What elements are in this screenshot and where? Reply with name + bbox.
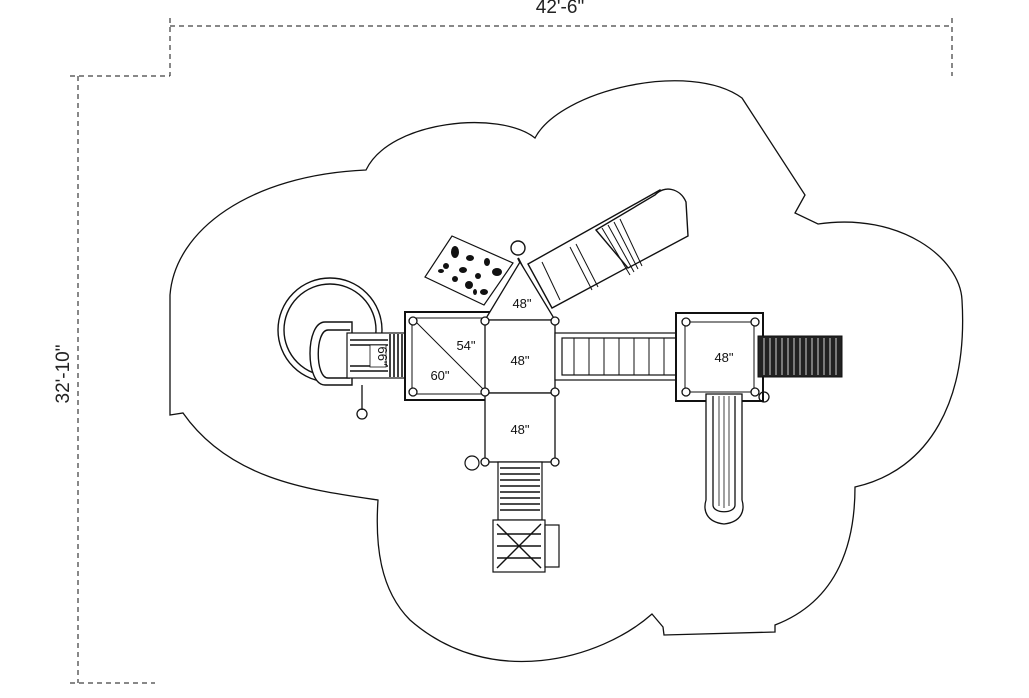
use-zone-outline [169,80,964,663]
climber-ramp [497,461,543,521]
posts [408,316,760,467]
deck-center-label: 48" [510,353,529,368]
rock-wall-panel [424,235,514,306]
triangle-deck-label: 48" [512,296,531,311]
deck-right-label: 48" [714,350,733,365]
post [408,316,418,326]
square-deck-diag-label: 54" [456,338,475,353]
post [681,387,691,397]
square-deck-diagonal [413,319,487,393]
square-deck-side-label: 60" [430,368,449,383]
stair-label-box [369,344,387,368]
dimension-lines [70,18,953,684]
post [480,457,490,467]
stair [346,332,408,379]
central-decks [483,260,557,463]
step-ladder-right [757,335,843,378]
ring-bridge-slats [573,338,665,375]
spiral-slide-run-inner [317,329,350,379]
post [480,316,490,326]
post [750,387,760,397]
entry-side-step [544,524,560,568]
ring-bridge [554,332,688,381]
straight-slide [704,391,770,525]
post [408,387,418,397]
climber-ramp-texture [500,467,540,511]
rock-holds [438,246,502,295]
deck-bottom-label: 48" [510,422,529,437]
steering-post-knob [356,408,368,420]
stair-label: 66" [375,346,390,365]
spiral-slide [277,277,383,386]
square-deck-outline [404,311,492,401]
entry-platform-grid [496,523,542,569]
slide-handle [758,391,770,403]
bottom-climber [464,455,560,573]
tube-slide-ribs [541,218,643,301]
post [550,457,560,467]
post [550,387,560,397]
post [550,316,560,326]
deck-right-inner [684,321,755,393]
tube-slide-bubble [510,240,526,256]
deck-bottom [484,392,556,463]
rock-wall [424,235,514,306]
post [681,317,691,327]
steering-post [356,385,368,420]
ring-bridge-frame [554,332,688,381]
spiral-slide-run [309,321,353,386]
width-dimension-label: 42'-6" [536,0,584,18]
post [750,317,760,327]
square-deck [404,311,492,401]
height-dimension-label: 32'-10" [53,345,74,404]
straight-slide-bed [712,396,736,513]
straight-slide-lines [718,396,730,508]
post [480,387,490,397]
tube-slide-bell [594,188,689,269]
climber-bubble [464,455,480,471]
